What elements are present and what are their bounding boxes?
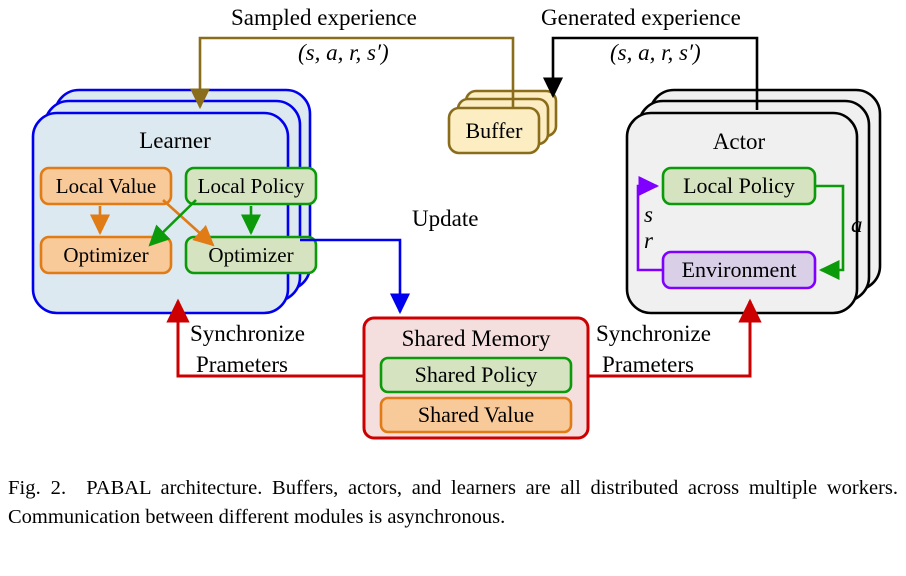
- actor-title: Actor: [712, 128, 766, 154]
- sync-right-label-line2: Prameters: [602, 352, 694, 377]
- buffer-label: Buffer: [465, 117, 523, 143]
- shared-value-label: Shared Value: [417, 402, 535, 427]
- environment-label: Environment: [681, 257, 797, 282]
- generated-experience-tuple: (s, a, r, s′): [610, 40, 701, 65]
- sync-left-label-line2: Prameters: [196, 352, 288, 377]
- action-label: a: [851, 212, 863, 237]
- reward-label: r: [644, 228, 653, 253]
- local-policy-box-learner[interactable]: [184, 166, 318, 206]
- shared-value-box[interactable]: [379, 396, 573, 434]
- policy-optimizer-box[interactable]: [184, 235, 318, 275]
- shared-memory-title: Shared Memory: [401, 325, 551, 351]
- sampled-experience-tuple: (s, a, r, s′): [298, 40, 389, 65]
- sync-left-label-line1: Synchronize: [190, 321, 305, 346]
- arrow-sync-left: [166, 298, 364, 378]
- arrow-state-reward-environment-to-policy: [636, 175, 663, 272]
- value-optimizer-label: Optimizer: [63, 242, 149, 267]
- arrow-action-policy-to-environment: [815, 184, 845, 281]
- arrow-sampled-experience: [189, 36, 515, 110]
- state-label: s: [644, 202, 653, 227]
- buffer-card-front: [447, 106, 541, 155]
- generated-experience-label: Generated experience: [541, 5, 741, 30]
- policy-optimizer-label: Optimizer: [208, 242, 294, 267]
- learner-title: Learner: [139, 127, 211, 153]
- arrow-policy-to-value-optimizer: [148, 199, 197, 247]
- local-policy-label-learner: Local Policy: [197, 173, 305, 198]
- buffer-stack[interactable]: [447, 89, 558, 155]
- architecture-diagram: [31, 36, 882, 440]
- figure-caption-body: PABAL architecture. Buffers, actors, and…: [8, 477, 899, 529]
- arrow-generated-experience: [542, 36, 759, 110]
- local-value-box[interactable]: [39, 166, 173, 206]
- arrow-value-to-policy-optimizer: [162, 199, 215, 247]
- figure-caption-number: Fig. 2.: [8, 477, 67, 499]
- arrow-update: [300, 238, 411, 315]
- shared-policy-box[interactable]: [379, 356, 573, 394]
- figure-caption: Fig. 2.PABAL architecture. Buffers, acto…: [8, 474, 898, 532]
- local-policy-label-actor: Local Policy: [683, 173, 795, 198]
- arrow-sync-right: [588, 298, 762, 378]
- value-optimizer-box[interactable]: [39, 235, 173, 275]
- sync-right-label-line1: Synchronize: [596, 321, 711, 346]
- shared-policy-label: Shared Policy: [414, 362, 538, 387]
- local-value-label: Local Value: [55, 173, 157, 198]
- update-label: Update: [412, 206, 479, 231]
- sampled-experience-label: Sampled experience: [231, 5, 417, 30]
